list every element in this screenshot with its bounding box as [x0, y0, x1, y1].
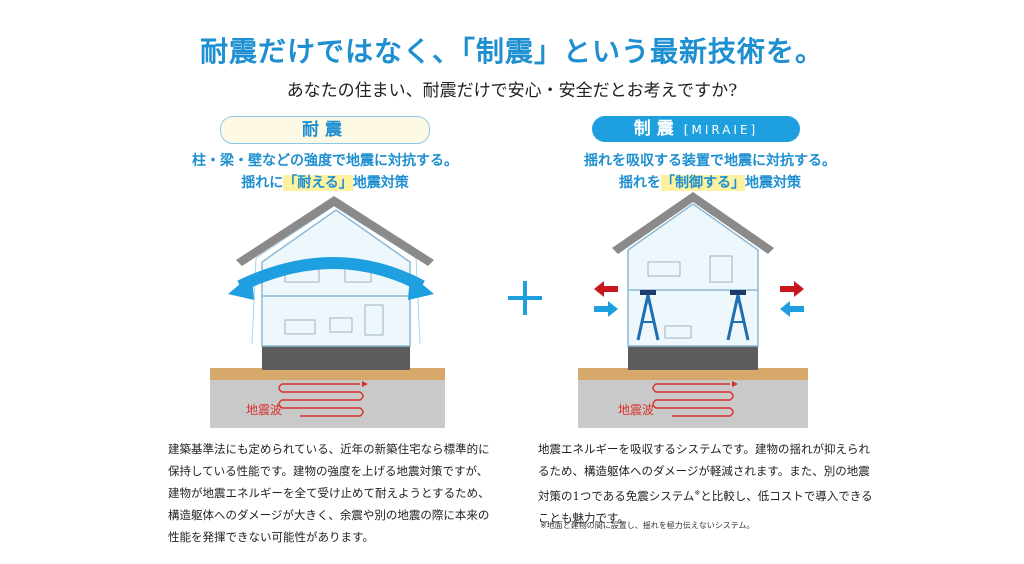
right-seismic-wave-head — [732, 381, 738, 387]
page-subtitle: あなたの住まい、耐震だけで安心・安全だとお考えですか? — [286, 81, 738, 101]
left-sway-arrow-head-left — [228, 274, 254, 300]
right-foundation — [628, 346, 758, 370]
taishin-lead-post: 地震対策 — [352, 175, 409, 191]
right-soil — [578, 368, 808, 380]
taishin-house-group: 地震波 — [210, 196, 445, 428]
seishin-lead-highlight: 「制御する」 — [661, 175, 745, 191]
seishin-lead-post: 地震対策 — [745, 175, 801, 191]
seishin-description-post: と比較し、低コストで導入できることも魅力です。 — [538, 488, 873, 525]
taishin-lead-highlight: 「耐える」 — [283, 175, 353, 191]
seishin-house-group: 地震波 — [578, 192, 808, 428]
seishin-label-text: 制震 — [633, 119, 680, 139]
left-blue-arrow — [594, 301, 618, 317]
left-sofa — [284, 319, 316, 335]
left-soil — [210, 368, 445, 380]
left-sway-arrow-head-right — [408, 274, 434, 300]
left-foundation — [262, 346, 410, 370]
seishin-lead-line1: 揺れを吸収する装置で地震に対抗する。 — [584, 153, 836, 169]
footnote: ※地面と建物の間に設置し、揺れを極力伝えないシステム。 — [540, 521, 755, 530]
taishin-label-pill: 耐震 — [220, 116, 430, 144]
left-red-arrow — [594, 281, 618, 297]
left-damper — [636, 290, 660, 341]
seishin-label-pill: 制震[MIRAIE] — [592, 116, 800, 142]
right-red-arrow — [780, 281, 804, 297]
seishin-lead-pre: 揺れを — [619, 175, 661, 191]
taishin-description: 建築基準法にも定められている、近年の新築住宅なら標準的に保持している性能です。建… — [168, 442, 490, 544]
plus-icon — [508, 281, 542, 315]
left-seismic-wave-head — [362, 381, 368, 387]
seishin-description: 地震エネルギーを吸収するシステムです。建物の揺れが抑えられるため、構造躯体へのダ… — [538, 438, 878, 529]
taishin-lead-pre: 揺れに — [241, 175, 284, 191]
taishin-lead: 柱・梁・壁などの強度で地震に対抗する。 揺れに「耐える」地震対策 — [150, 150, 500, 194]
right-bed — [647, 261, 681, 277]
right-damper — [726, 290, 750, 341]
seishin-lead-line2: 揺れを「制御する」地震対策 — [520, 172, 900, 194]
right-seismic-wave — [652, 383, 734, 417]
seishin-description-sup: ※ — [694, 489, 701, 497]
left-wave-label: 地震波 — [246, 403, 282, 417]
left-seismic-wave — [278, 383, 364, 417]
seishin-lead: 揺れを吸収する装置で地震に対抗する。 揺れを「制御する」地震対策 — [520, 150, 900, 194]
left-shelf — [364, 304, 384, 336]
taishin-lead-line1: 柱・梁・壁などの強度で地震に対抗する。 — [192, 153, 458, 169]
right-shelf — [709, 255, 733, 283]
left-table — [329, 317, 353, 333]
miraie-tag: [MIRAIE] — [683, 123, 759, 137]
right-wave-label: 地震波 — [618, 403, 654, 417]
right-house-body — [627, 203, 759, 347]
right-sofa — [664, 325, 692, 339]
right-blue-arrow — [780, 301, 804, 317]
left-sway-arrow — [237, 257, 425, 292]
seishin-description-pre: 地震エネルギーを吸収するシステムです。建物の揺れが抑えられるため、構造躯体へのダ… — [538, 442, 871, 503]
page-title: 耐震だけではなく、「制震」という最新技術を。 — [199, 35, 824, 68]
taishin-lead-line2: 揺れに「耐える」地震対策 — [150, 172, 500, 194]
